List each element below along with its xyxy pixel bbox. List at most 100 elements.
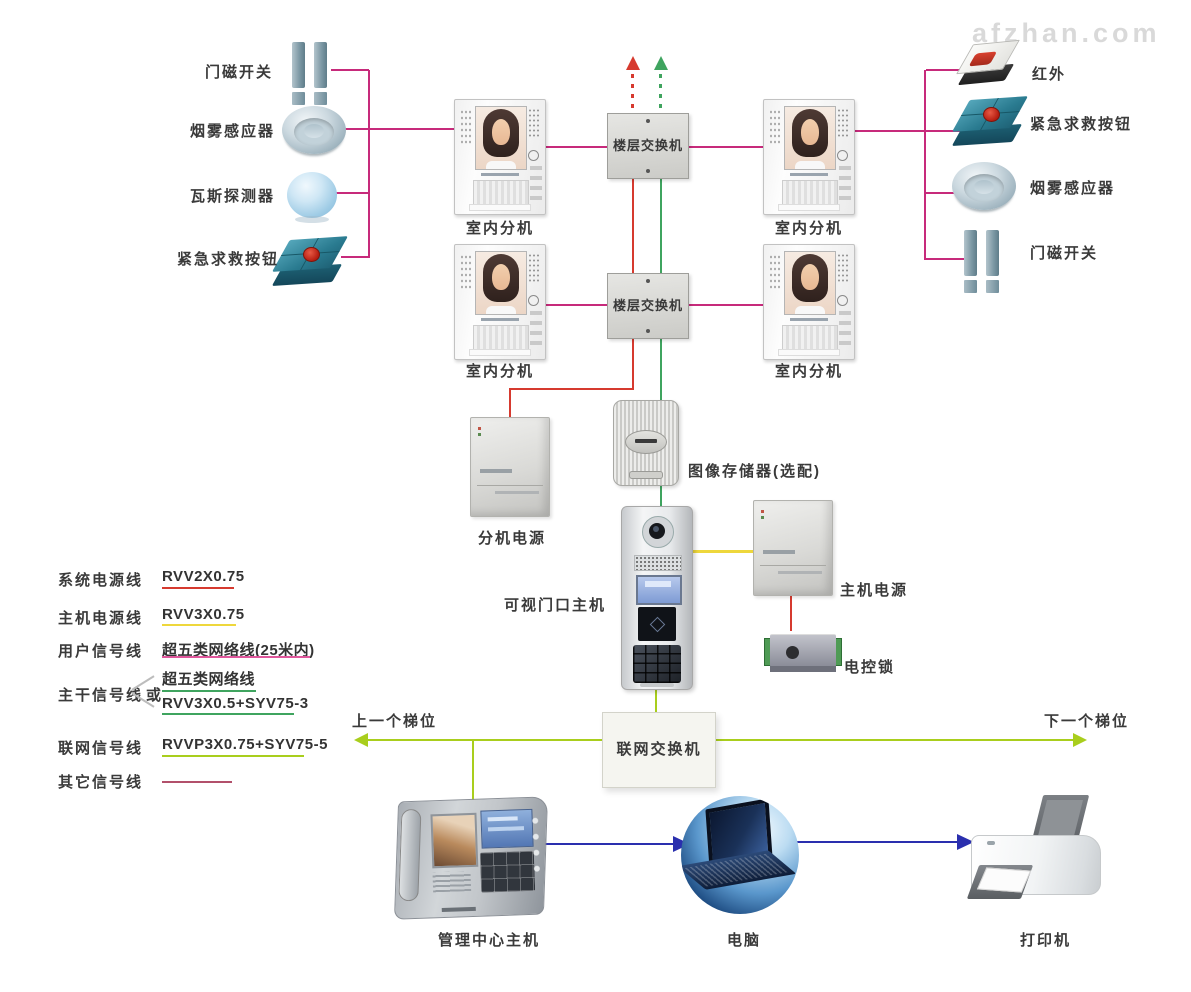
- network-switch-box: 联网交换机: [602, 712, 716, 788]
- wire-red-extpower-drop: [509, 389, 511, 418]
- prev-elevator-arrow-icon: [354, 733, 368, 747]
- door-host-label: 可视门口主机: [504, 597, 607, 614]
- printer-device: [966, 793, 1103, 905]
- wire-net-doorhost-switch: [655, 687, 657, 713]
- legend-value: RVV2X0.75: [162, 568, 245, 585]
- wire-red-riser-dotted: [631, 74, 634, 112]
- wire-switch2-unit2R: [687, 304, 764, 306]
- indoor-unit-label: 室内分机: [466, 363, 535, 380]
- right-sensor-label: 烟雾感应器: [1030, 180, 1116, 197]
- computer-label: 电脑: [727, 932, 762, 949]
- gas-detector-icon: [287, 172, 337, 223]
- wire-net-main-left: [368, 739, 602, 741]
- wire-left-sensor-bus: [368, 70, 370, 258]
- wire-green-riser-dotted: [659, 74, 662, 112]
- image-storage-label: 图像存储器(选配): [688, 463, 821, 480]
- wire-red-hostpower-lock: [790, 593, 792, 631]
- wire-right-doormagnet: [926, 258, 965, 260]
- wire-left-gas: [334, 192, 369, 194]
- wire-left-emergency: [341, 256, 369, 258]
- wire-net-main-right: [713, 739, 1075, 741]
- infrared-icon: [956, 39, 1020, 92]
- wire-red-switch1-switch2: [632, 177, 634, 273]
- legend-value: 超五类网络线(25米内): [162, 642, 315, 659]
- legend-value: RVV3X0.75: [162, 606, 245, 623]
- image-storage-device: [613, 400, 679, 486]
- legend-value: RVVP3X0.75+SYV75-5: [162, 736, 328, 753]
- wire-unit1L-switch1: [544, 146, 607, 148]
- electric-lock-device: [764, 630, 842, 674]
- prev-elevator-label: 上一个梯位: [352, 713, 438, 730]
- indoor-unit-device: [763, 99, 855, 215]
- right-sensor-label: 紧急求救按钮: [1030, 116, 1133, 133]
- emergency-button-icon: [271, 236, 349, 288]
- legend-line-sample: [162, 755, 304, 757]
- indoor-unit-device: [454, 99, 546, 215]
- wire-unit2L-switch2: [544, 304, 607, 306]
- floor-switch-box: 楼层交换机: [607, 273, 689, 339]
- legend-label: 系统电源线: [58, 572, 144, 589]
- green-up-arrow-icon: [654, 56, 668, 70]
- wire-left-doormagnet: [331, 69, 369, 71]
- wire-blue-computer-printer: [797, 841, 959, 843]
- wire-green-switch2-storage: [660, 337, 662, 401]
- indoor-unit-label: 室内分机: [775, 363, 844, 380]
- legend-or: 或: [146, 687, 162, 704]
- wire-left-smoke-to-unit: [344, 128, 455, 130]
- legend-line-sample: [162, 781, 232, 783]
- indoor-unit-label: 室内分机: [466, 220, 535, 237]
- legend-line-sample: [162, 690, 256, 692]
- mgmt-host-device: [393, 796, 549, 920]
- right-sensor-label: 红外: [1032, 66, 1067, 83]
- wire-red-to-extpower: [509, 388, 634, 390]
- printer-label: 打印机: [1020, 932, 1072, 949]
- legend-label: 用户信号线: [58, 643, 144, 660]
- wire-red-switch2-down: [632, 337, 634, 390]
- legend-label: 其它信号线: [58, 774, 144, 791]
- wire-green-switch1-switch2: [660, 177, 662, 273]
- ext-power-label: 分机电源: [478, 530, 547, 547]
- door-magnet-icon: [290, 42, 336, 106]
- red-up-arrow-icon: [626, 56, 640, 70]
- wire-yellow-doorhost-hostpower: [690, 550, 754, 553]
- emergency-button-icon: [951, 96, 1029, 148]
- left-sensor-label: 瓦斯探测器: [190, 188, 276, 205]
- wire-blue-mgmt-computer: [545, 843, 675, 845]
- wire-right-infrared: [926, 69, 962, 71]
- computer-device: [681, 796, 799, 914]
- legend-line-sample: [162, 587, 234, 589]
- next-elevator-label: 下一个梯位: [1044, 713, 1130, 730]
- legend-line-sample: [162, 656, 310, 658]
- wire-switch1-unit1R: [687, 146, 764, 148]
- electric-lock-label: 电控锁: [844, 659, 896, 676]
- wire-net-to-mgmt: [472, 739, 474, 800]
- wire-right-unit-to-emergency: [853, 130, 962, 132]
- door-magnet-icon: [962, 230, 1008, 294]
- indoor-unit-device: [454, 244, 546, 360]
- legend-label: 主干信号线: [58, 687, 144, 704]
- left-sensor-label: 烟雾感应器: [190, 123, 276, 140]
- legend-label: 主机电源线: [58, 610, 144, 627]
- wire-right-smoke: [926, 192, 957, 194]
- legend-line-sample: [162, 713, 294, 715]
- door-host-device: [621, 506, 693, 690]
- left-sensor-label: 紧急求救按钮: [177, 251, 280, 268]
- wire-green-storage-doorhost: [660, 483, 662, 507]
- legend-line-sample: [162, 624, 236, 626]
- wire-right-sensor-bus: [924, 70, 926, 260]
- ext-power-device: [470, 417, 550, 517]
- next-elevator-arrow-icon: [1073, 733, 1087, 747]
- host-power-label: 主机电源: [840, 582, 909, 599]
- smoke-sensor-icon: [282, 106, 346, 154]
- floor-switch-box: 楼层交换机: [607, 113, 689, 179]
- legend-value: RVV3X0.5+SYV75-3: [162, 695, 309, 712]
- legend-value: 超五类网络线: [162, 671, 256, 688]
- indoor-unit-device: [763, 244, 855, 360]
- host-power-device: [753, 500, 833, 596]
- mgmt-host-label: 管理中心主机: [438, 932, 541, 949]
- legend-label: 联网信号线: [58, 740, 144, 757]
- indoor-unit-label: 室内分机: [775, 220, 844, 237]
- printer-arrow-icon: [957, 834, 974, 850]
- left-sensor-label: 门磁开关: [205, 64, 274, 81]
